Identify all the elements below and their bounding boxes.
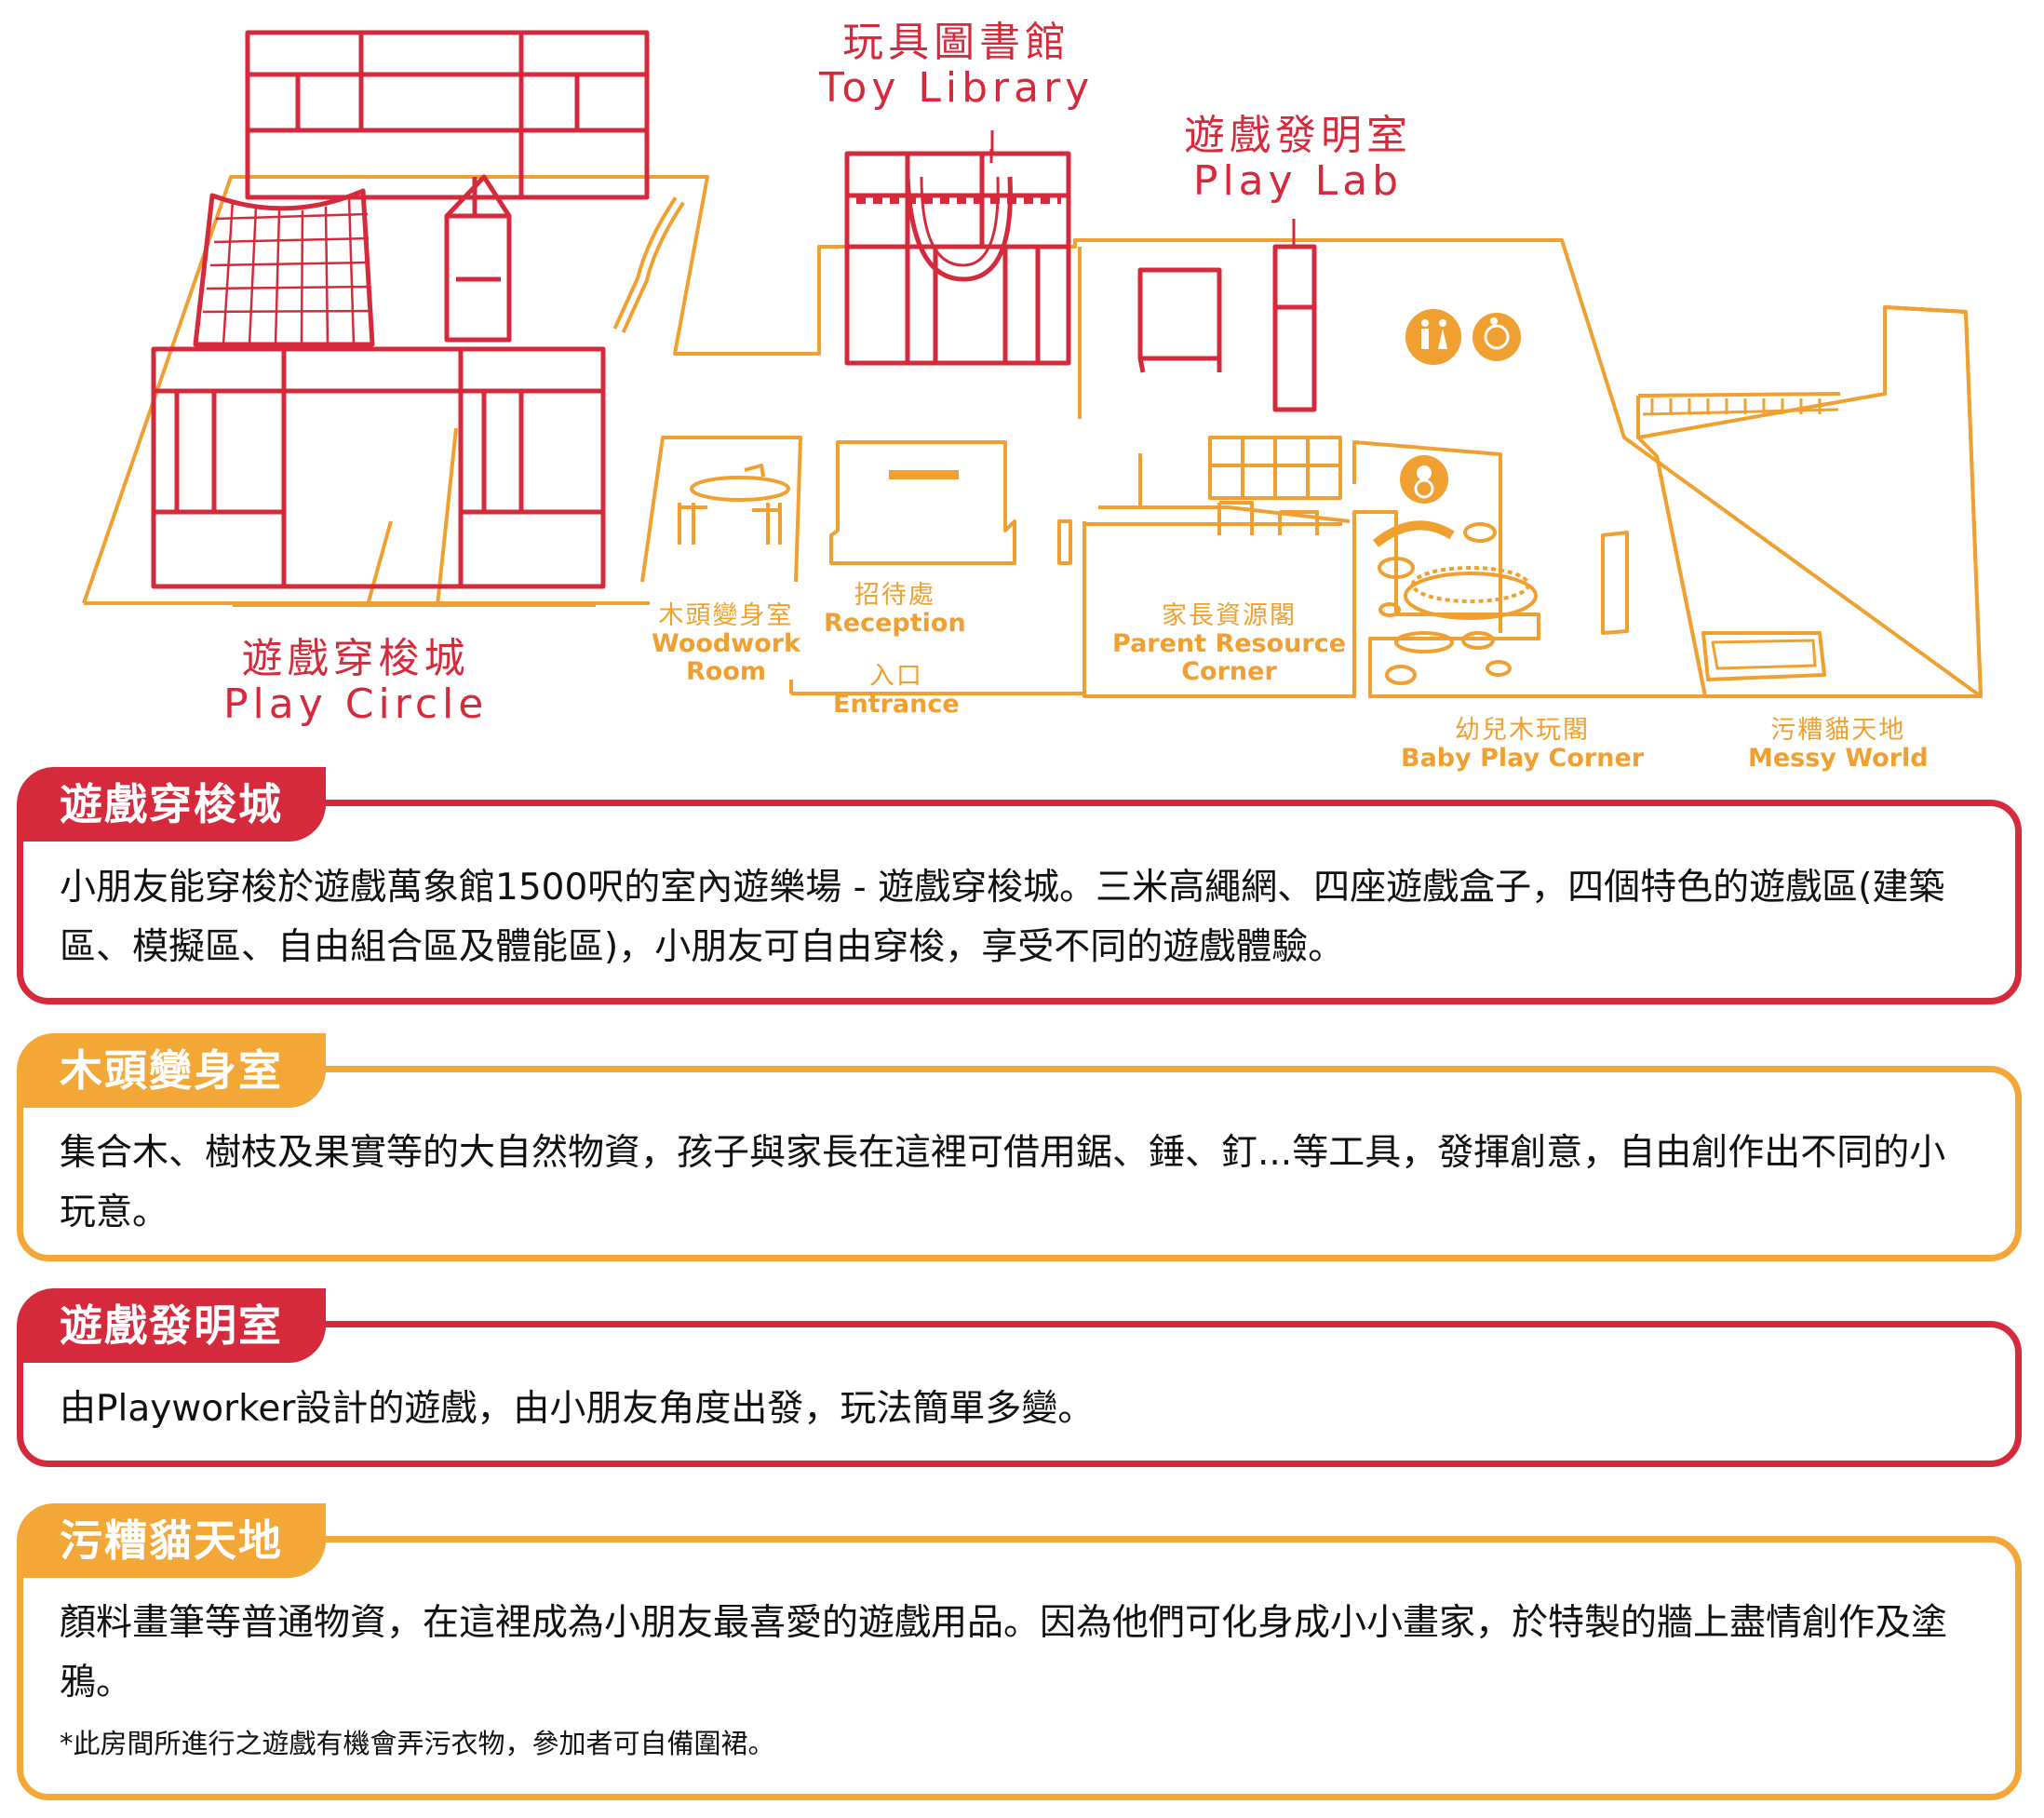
label-reception: 招待處 Reception — [824, 581, 966, 639]
section-text-play-circle: 小朋友能穿梭於遊戲萬象館1500呎的室內遊樂場 - 遊戲穿梭城。三米高繩網、四座… — [60, 867, 1945, 968]
restroom-icon — [1405, 309, 1461, 365]
section-title-play-circle: 遊戲穿梭城 — [17, 767, 326, 842]
floor-outline — [82, 175, 1983, 698]
section-card-woodwork — [17, 1066, 2022, 1261]
toy-library-shelf — [844, 151, 1071, 366]
play-box-back — [245, 30, 650, 200]
tower — [444, 174, 512, 343]
label-baby-play-corner: 幼兒木玩閣 Baby Play Corner — [1401, 716, 1645, 774]
rope-net — [193, 188, 375, 347]
section-card-play-circle — [17, 800, 2022, 1004]
section-text-messy-world: 顏料畫筆等普通物資，在這裡成為小朋友最喜愛的遊戲用品。因為他們可化身成小小畫家，… — [60, 1602, 1948, 1704]
section-note-messy-world: *此房間所進行之遊戲有機會弄污衣物，參加者可自備圍裙。 — [60, 1728, 775, 1759]
label-parent-resource-corner: 家長資源閣 Parent Resource Corner — [1112, 601, 1347, 687]
section-title-messy-world: 污糟貓天地 — [17, 1503, 326, 1578]
label-play-circle: 遊戲穿梭城 Play Circle — [223, 635, 489, 729]
woodwork-room-outline — [640, 436, 802, 583]
painting-wall — [1884, 305, 1983, 698]
floor-plan — [82, 30, 1983, 698]
section-title-play-lab: 遊戲發明室 — [17, 1288, 326, 1363]
section-card-messy-world — [17, 1536, 2022, 1800]
messy-world-room — [1636, 305, 1983, 698]
accessible-icon — [1472, 313, 1521, 361]
section-card-play-lab — [17, 1321, 2022, 1467]
label-entrance: 入口 Entrance — [833, 662, 960, 720]
label-play-lab: 遊戲發明室 Play Lab — [1184, 112, 1412, 206]
baby-care-icon — [1400, 455, 1448, 504]
label-messy-world: 污糟貓天地 Messy World — [1748, 716, 1929, 774]
label-toy-library: 玩具圖書館 Toy Library — [819, 19, 1095, 113]
baby-bolster — [1372, 520, 1455, 547]
ball-pit — [1404, 572, 1538, 620]
label-woodwork-room: 木頭變身室 Woodwork Room — [652, 601, 801, 687]
resource-shelf — [1208, 436, 1342, 500]
play-lab-table — [1137, 267, 1222, 361]
section-text-play-lab: 由Playworker設計的遊戲，由小朋友角度出發，玩法簡單多變。 — [60, 1388, 1095, 1430]
section-text-woodwork: 集合木、樹枝及果實等的大自然物資，孩子與家長在這裡可借用鋸、錘、釘...等工具，… — [60, 1132, 1946, 1233]
play-lab-shelf — [1272, 244, 1317, 412]
section-title-woodwork: 木頭變身室 — [17, 1033, 326, 1108]
play-box-front — [151, 346, 606, 589]
reception-desk — [829, 440, 1016, 565]
woodwork-table — [690, 476, 790, 502]
